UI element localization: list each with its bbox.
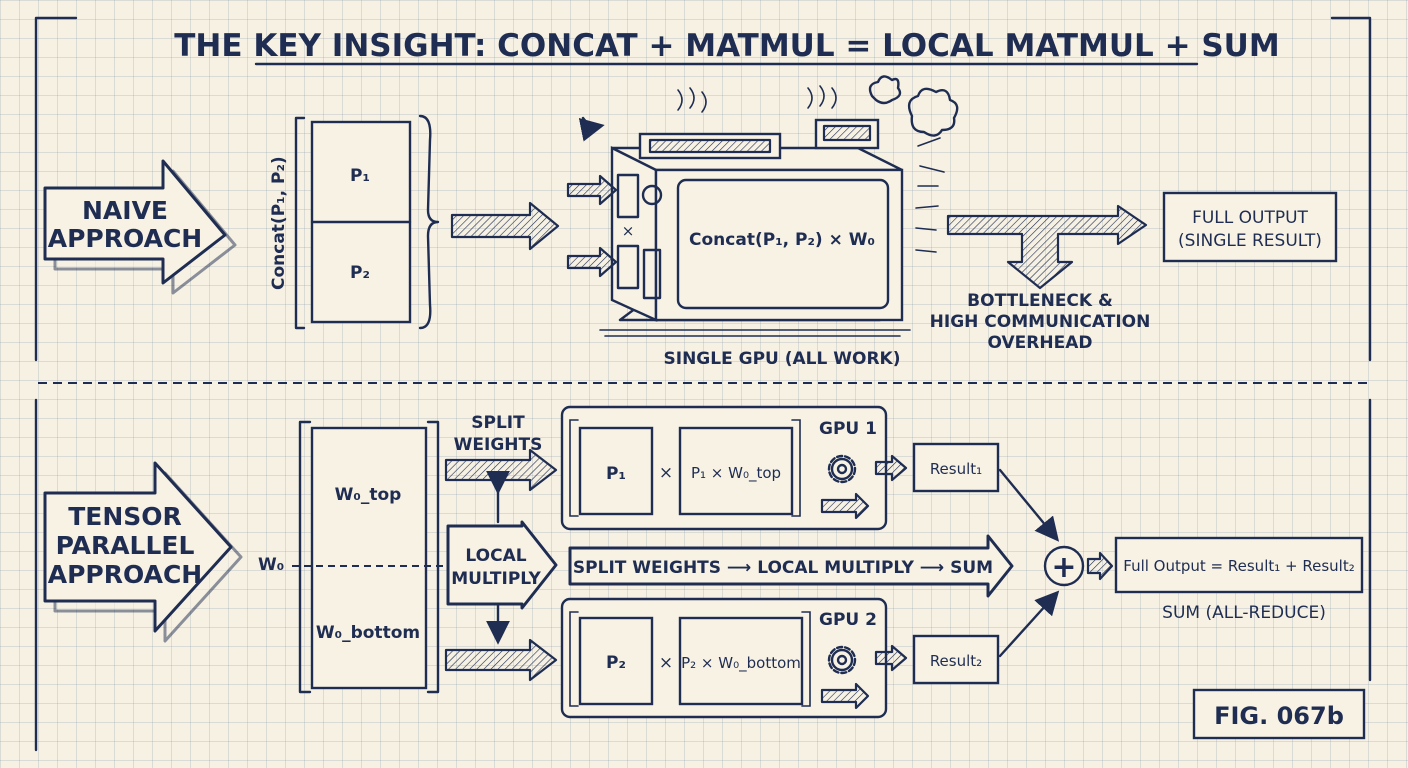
- naive-label-line2: APPROACH: [48, 224, 202, 253]
- full-output-line2: (SINGLE RESULT): [1178, 231, 1322, 251]
- concat-label: Concat(P₁, P₂): [269, 156, 289, 290]
- result2-to-sum-arrow: [998, 590, 1060, 658]
- gpu2-panel: P₂ × P₂ × W₀_bottom GPU 2: [560, 597, 888, 719]
- gpu1-product: P₁ × W₀_top: [691, 464, 781, 483]
- gpu2-name: GPU 2: [819, 610, 877, 630]
- naive-label-arrow: NAIVE APPROACH: [43, 159, 237, 295]
- figure-label-box: [1192, 688, 1366, 740]
- single-gpu-caption: SINGLE GPU (ALL WORK): [664, 349, 901, 369]
- figure-label: FIG. 067b: [1214, 702, 1344, 730]
- split-weights-line2: WEIGHTS: [454, 435, 543, 455]
- bottleneck-line1: BOTTLENECK &: [967, 291, 1113, 311]
- naive-input-arrow: [450, 201, 560, 251]
- gear-icon: [827, 454, 857, 484]
- weight-bracket-right: [426, 420, 440, 694]
- gpu1-input: P₁: [606, 464, 626, 484]
- weight-top: W₀_top: [335, 485, 402, 505]
- final-output-label: Full Output = Result₁ + Result₂: [1123, 557, 1354, 575]
- bottleneck-line2: HIGH COMMUNICATION: [930, 312, 1151, 332]
- gpu2-input: P₂: [606, 653, 626, 673]
- gpu1-out-arrow: [874, 454, 908, 482]
- gpu1-times: ×: [659, 463, 673, 483]
- local-multiply-arrow: [446, 520, 558, 610]
- weight-label: W₀: [258, 555, 284, 575]
- gear-icon: [827, 645, 857, 675]
- naive-label-line1: NAIVE: [82, 196, 168, 225]
- split-weights-line1: SPLIT: [471, 413, 525, 433]
- tensor-label-arrow: TENSOR PARALLEL APPROACH: [43, 461, 243, 643]
- block-p1: P₁: [350, 166, 370, 186]
- gpu-operation: Concat(P₁, P₂) × W₀: [689, 230, 875, 250]
- gpu2-out-arrow: [874, 644, 908, 672]
- block-p2: P₂: [350, 263, 370, 283]
- left-bracket: [294, 116, 306, 330]
- weight-block: [310, 426, 428, 690]
- full-output-line1: FULL OUTPUT: [1192, 208, 1308, 228]
- result1-label: Result₁: [930, 460, 982, 478]
- gpu2-times: ×: [659, 653, 673, 673]
- final-output-box: [1114, 536, 1364, 594]
- sum-out-arrow: [1086, 551, 1114, 581]
- tensor-label-line2: PARALLEL: [56, 531, 195, 560]
- sum-caption: SUM (ALL-REDUCE): [1162, 603, 1326, 623]
- split-arrow-top: [444, 448, 558, 492]
- result1-to-sum-arrow: [998, 468, 1060, 542]
- plus-icon: [1043, 545, 1085, 587]
- tensor-label-line3: APPROACH: [48, 560, 202, 589]
- right-brace: [418, 114, 440, 330]
- full-output-box: [1162, 191, 1338, 263]
- gpu1-panel: P₁ × P₁ × W₀_top GPU 1: [560, 405, 888, 531]
- gpu2-product: P₂ × W₀_bottom: [681, 654, 801, 673]
- steam-icon: [807, 85, 837, 109]
- smoke-icon: [907, 87, 959, 137]
- pipeline-label: SPLIT WEIGHTS ⟶ LOCAL MULTIPLY ⟶ SUM: [573, 558, 993, 578]
- result2-label: Result₂: [930, 652, 982, 670]
- split-arrow-bottom: [444, 638, 558, 682]
- page-title: THE KEY INSIGHT: CONCAT + MATMUL = LOCAL…: [174, 28, 1279, 64]
- weight-bracket-left: [298, 420, 312, 694]
- tensor-label-line1: TENSOR: [68, 502, 182, 531]
- local-multiply-line2: MULTIPLY: [451, 569, 541, 589]
- local-multiply-line1: LOCAL: [465, 546, 526, 566]
- pipeline-arrow: [568, 534, 1014, 598]
- result2-box: [912, 634, 1000, 685]
- bottleneck-arrow: [946, 204, 1148, 290]
- result1-box: [912, 442, 1000, 493]
- bottleneck-line3: OVERHEAD: [988, 333, 1093, 353]
- sum-symbol: +: [1051, 550, 1076, 585]
- weight-bottom: W₀_bottom: [316, 623, 420, 643]
- frame-corners: [34, 16, 1372, 752]
- single-gpu-illustration: × Concat(P₁, P₂) × W₀: [566, 75, 959, 337]
- svg-text:×: ×: [622, 222, 635, 240]
- gpu1-name: GPU 1: [819, 419, 877, 439]
